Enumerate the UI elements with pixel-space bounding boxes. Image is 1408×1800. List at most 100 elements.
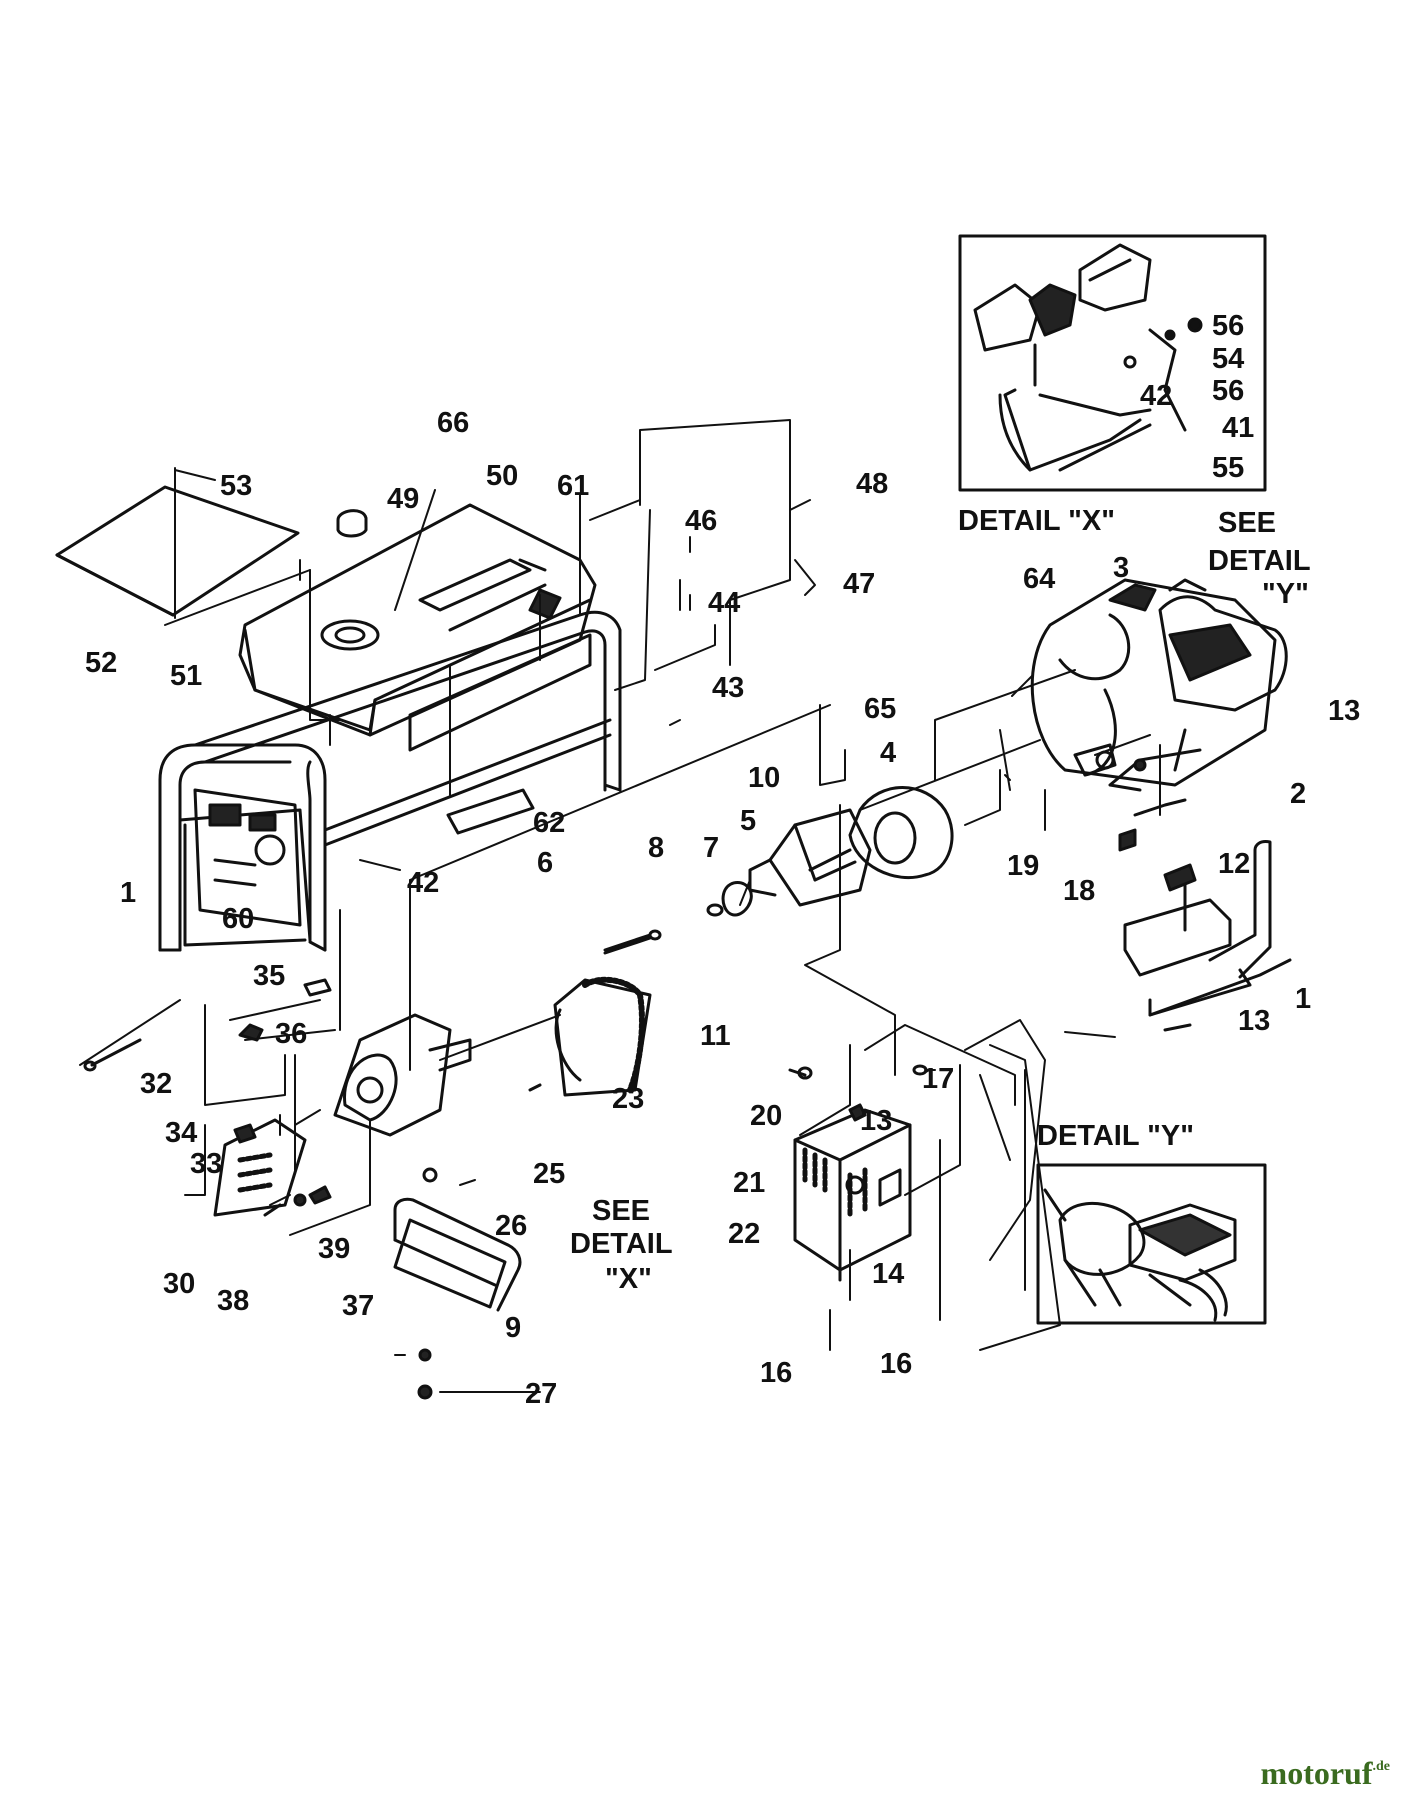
part-label-8: 8 [648, 832, 664, 864]
part-label-2: 2 [1290, 778, 1306, 810]
washer-13 [848, 1103, 867, 1122]
detail-x-box [958, 234, 1267, 492]
part-label-47: 47 [843, 568, 875, 600]
part-label-43: 43 [712, 672, 744, 704]
caption-see-detail-x-line2: DETAIL [570, 1228, 673, 1260]
watermark-tld: .de [1372, 1759, 1391, 1774]
part-label-46: 46 [685, 505, 717, 537]
part-label-13-engine: 13 [1328, 695, 1360, 727]
bolt-head [648, 929, 662, 941]
part-labels: 53 52 51 66 49 50 61 48 46 47 44 43 62 4… [85, 310, 1360, 1410]
caption-see-detail-y-line2: DETAIL [1208, 545, 1311, 577]
caption-see-detail-x-line3: "X" [605, 1263, 652, 1295]
collar [721, 881, 753, 917]
fuel-tank [238, 503, 597, 752]
washer [706, 903, 724, 917]
fuel-cap [336, 509, 368, 538]
part-label-49: 49 [387, 483, 419, 515]
part-label-17: 17 [922, 1063, 954, 1095]
part-label-13-filter: 13 [860, 1105, 892, 1137]
part-label-36: 36 [275, 1018, 307, 1050]
part-label-62: 62 [533, 807, 565, 839]
part-label-16-left: 16 [760, 1357, 792, 1389]
foot-bracket-left [393, 1167, 522, 1312]
caption-detail-x: DETAIL "X" [958, 505, 1115, 537]
part-label-23: 23 [612, 1083, 644, 1115]
part-label-3: 3 [1113, 552, 1129, 584]
part-label-42-frame: 42 [407, 867, 439, 899]
top-panel [55, 485, 300, 617]
part-label-27: 27 [525, 1378, 557, 1410]
caption-detail-y: DETAIL "Y" [1037, 1120, 1194, 1152]
part-label-19: 19 [1007, 850, 1039, 882]
nut [797, 1066, 813, 1080]
part-label-33: 33 [190, 1148, 222, 1180]
part-label-61: 61 [557, 470, 589, 502]
part-label-30: 30 [163, 1268, 195, 1300]
part-label-42-detail: 42 [1140, 380, 1172, 412]
part-label-34: 34 [165, 1117, 197, 1149]
part-label-37: 37 [342, 1290, 374, 1322]
watermark-logo: motoruf.de [1261, 1755, 1390, 1792]
part-label-16-right: 16 [880, 1348, 912, 1380]
part-label-56-top: 56 [1212, 310, 1244, 342]
part-label-12: 12 [1218, 848, 1250, 880]
alternator-housing [848, 786, 954, 880]
part-label-60: 60 [222, 903, 254, 935]
rotor [748, 808, 872, 907]
through-bolt [603, 933, 652, 955]
detail-y-box [1036, 1163, 1267, 1325]
stator [553, 976, 652, 1097]
watermark-brand: motoruf [1260, 1755, 1373, 1791]
end-plate [213, 1118, 307, 1217]
leader-lines [79, 419, 1161, 1351]
part-label-22: 22 [728, 1218, 760, 1250]
end-cover [333, 1013, 472, 1137]
part-label-35: 35 [253, 960, 285, 992]
part-label-9: 9 [505, 1312, 521, 1344]
fasteners [83, 978, 542, 1400]
part-label-7: 7 [703, 832, 719, 864]
part-label-4: 4 [880, 737, 896, 769]
part-label-56-mid: 56 [1212, 375, 1244, 407]
part-label-18: 18 [1063, 875, 1095, 907]
part-label-13-bracket: 13 [1238, 1005, 1270, 1037]
part-label-52: 52 [85, 647, 117, 679]
part-label-44: 44 [708, 587, 740, 619]
part-label-53: 53 [220, 470, 252, 502]
part-label-41: 41 [1222, 412, 1254, 444]
generator-frame [158, 610, 622, 952]
part-label-65: 65 [864, 693, 896, 725]
part-label-6: 6 [537, 847, 553, 879]
part-label-20: 20 [750, 1100, 782, 1132]
part-label-39: 39 [318, 1233, 350, 1265]
detail-x-drawing [973, 243, 1203, 472]
part-label-51: 51 [170, 660, 202, 692]
part-label-38: 38 [217, 1285, 249, 1317]
part-label-21: 21 [733, 1167, 765, 1199]
part-label-50: 50 [486, 460, 518, 492]
caption-see-detail-x-line1: SEE [592, 1195, 650, 1227]
part-label-11: 11 [700, 1020, 731, 1052]
part-label-14: 14 [872, 1258, 904, 1290]
part-label-48: 48 [856, 468, 888, 500]
foot-bracket-right [1118, 798, 1292, 1032]
part-label-66: 66 [437, 407, 469, 439]
part-label-26: 26 [495, 1210, 527, 1242]
part-label-1-bracket: 1 [1295, 983, 1311, 1015]
part-label-54: 54 [1212, 343, 1244, 375]
part-label-25: 25 [533, 1158, 565, 1190]
caption-see-detail-y-line1: SEE [1218, 507, 1276, 539]
decal [446, 788, 535, 835]
part-label-10: 10 [748, 762, 780, 794]
engine [1030, 578, 1288, 792]
part-label-64: 64 [1023, 563, 1055, 595]
part-label-1-frame: 1 [120, 877, 136, 909]
part-label-32: 32 [140, 1068, 172, 1100]
part-label-55: 55 [1212, 452, 1244, 484]
part-label-5: 5 [740, 805, 756, 837]
detail-y-drawing [1043, 1188, 1237, 1322]
label-leaders [174, 469, 1116, 1393]
clip [788, 1068, 807, 1077]
